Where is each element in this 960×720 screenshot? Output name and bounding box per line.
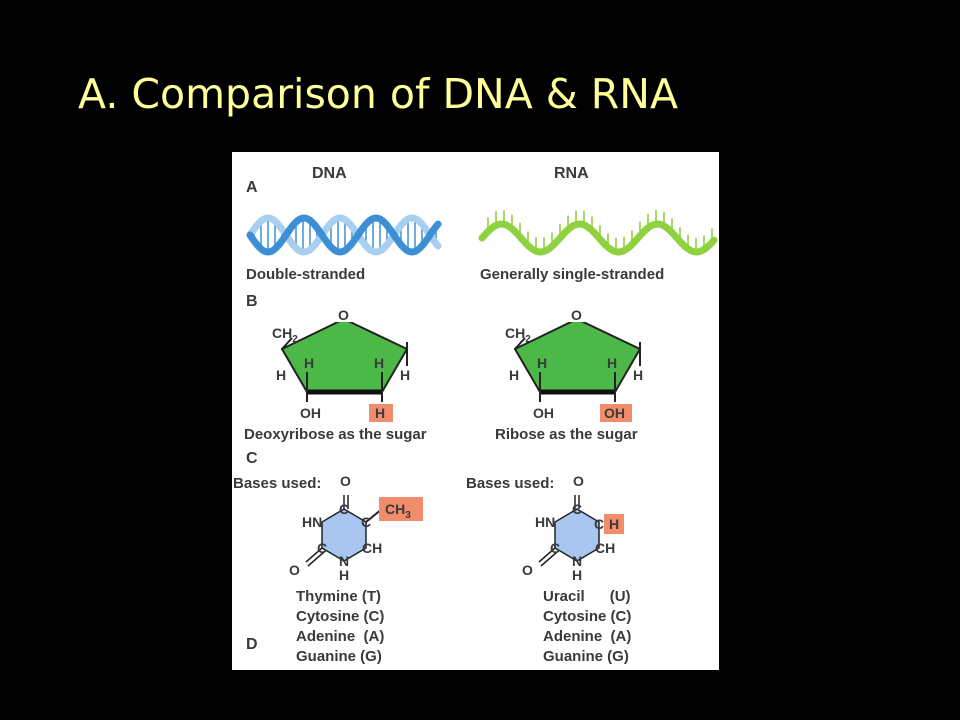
- dna-bases-list: Thymine (T) Cytosine (C) Adenine (A) Gua…: [296, 588, 384, 665]
- uracil-hn: HN: [535, 514, 555, 530]
- dna-bases-label: Bases used:: [233, 475, 321, 492]
- thymine-ch: CH: [362, 540, 382, 556]
- ribose-h-c4: H: [537, 355, 547, 371]
- thymine-hn: HN: [302, 514, 322, 530]
- uracil-h-bottom: H: [572, 567, 582, 583]
- dna-base-item: Guanine (G): [296, 648, 382, 665]
- rna-base-item: Cytosine (C): [543, 608, 631, 625]
- deoxyribose-highlight-box: [369, 404, 393, 422]
- uracil-structure: O C C H HN C CH N H O: [522, 473, 624, 583]
- thymine-c-top: C: [339, 501, 349, 517]
- ribose-h-c1: H: [607, 355, 617, 371]
- deoxyribose-h-right: H: [400, 367, 410, 383]
- uracil-o-left: O: [522, 562, 533, 578]
- deoxyribose-structure: O CH2 H H H H OH H: [272, 307, 410, 422]
- uracil-c-left: C: [550, 540, 560, 556]
- deoxyribose-ring-oxygen: O: [338, 307, 349, 323]
- section-d-label: D: [246, 636, 258, 653]
- dna-sugar-label: Deoxyribose as the sugar: [244, 426, 427, 443]
- uracil-c-top: C: [572, 501, 582, 517]
- dna-heading: DNA: [312, 165, 347, 182]
- deoxyribose-oh: OH: [300, 405, 321, 421]
- ribose-ring-oxygen: O: [571, 307, 582, 323]
- thymine-o-top: O: [340, 473, 351, 489]
- section-a-label: A: [246, 179, 258, 196]
- dna-rna-figure: A B C D DNA RNA Double-stranded Generall…: [232, 152, 719, 670]
- ribose-h-right: H: [633, 367, 643, 383]
- rna-base-item: Adenine (A): [543, 628, 631, 645]
- ribose-highlight-oh: OH: [604, 405, 625, 421]
- section-c-label: C: [246, 450, 258, 467]
- dna-base-item: Thymine (T): [296, 588, 381, 605]
- thymine-o-left: O: [289, 562, 300, 578]
- uracil-h-highlight: [604, 514, 624, 534]
- uracil-c-right: C: [594, 516, 604, 532]
- rna-heading: RNA: [554, 165, 589, 182]
- deoxyribose-h-c1: H: [374, 355, 384, 371]
- rna-bases-label: Bases used:: [466, 475, 554, 492]
- ribose-highlight-box: [600, 404, 632, 422]
- slide-title: A. Comparison of DNA & RNA: [78, 70, 678, 118]
- thymine-structure: O C C CH3 HN C CH N H O: [289, 473, 423, 583]
- thymine-n: N: [339, 553, 349, 569]
- uracil-o-top: O: [573, 473, 584, 489]
- thymine-c-right: C: [361, 514, 371, 530]
- ribose-oh: OH: [533, 405, 554, 421]
- rna-bases-list: Uracil (U) Cytosine (C) Adenine (A) Guan…: [543, 588, 631, 665]
- ribose-structure: O CH2 H H H H OH OH: [505, 307, 643, 422]
- deoxyribose-h-c4: H: [304, 355, 314, 371]
- dna-strand-label: Double-stranded: [246, 266, 365, 283]
- dna-base-item: Cytosine (C): [296, 608, 384, 625]
- ribose-h-left: H: [509, 367, 519, 383]
- deoxyribose-ch2: CH2: [272, 325, 298, 345]
- rna-single-strand: [478, 210, 718, 256]
- thymine-methyl-highlight: [379, 497, 423, 521]
- comparison-diagram: A B C D DNA RNA Double-stranded Generall…: [233, 165, 718, 665]
- ribose-ch2: CH2: [505, 325, 531, 345]
- rna-strand-label: Generally single-stranded: [480, 266, 664, 283]
- dna-base-item: Adenine (A): [296, 628, 384, 645]
- deoxyribose-h-left: H: [276, 367, 286, 383]
- uracil-ch: CH: [595, 540, 615, 556]
- rna-base-item: Guanine (G): [543, 648, 629, 665]
- deoxyribose-highlight-h: H: [375, 405, 385, 421]
- rna-base-item: Uracil (U): [543, 588, 631, 605]
- thymine-ch3: CH3: [385, 501, 411, 521]
- uracil-n: N: [572, 553, 582, 569]
- section-b-label: B: [246, 293, 258, 310]
- dna-double-helix: [246, 214, 442, 256]
- uracil-highlight-h: H: [609, 516, 619, 532]
- thymine-c-left: C: [317, 540, 327, 556]
- thymine-h-bottom: H: [339, 567, 349, 583]
- rna-sugar-label: Ribose as the sugar: [495, 426, 638, 443]
